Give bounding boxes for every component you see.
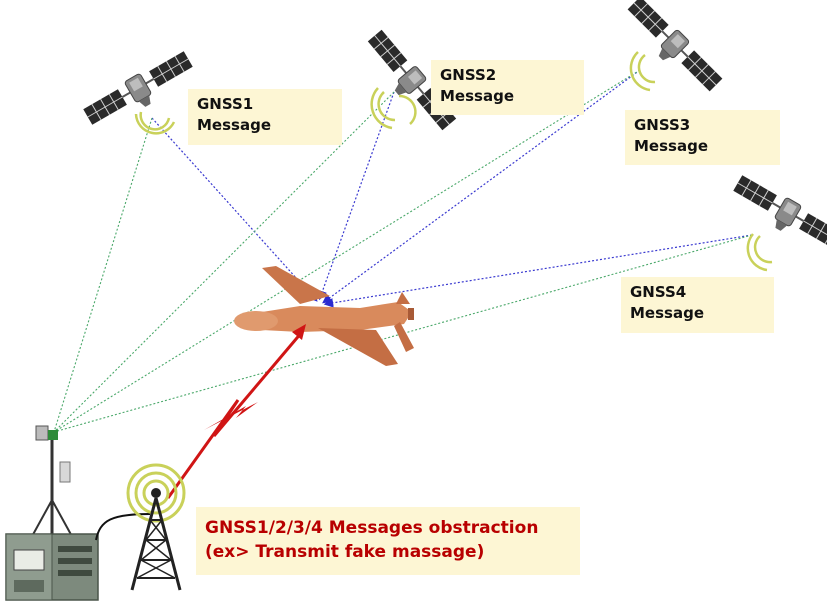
signal-gnss4-to-receiver xyxy=(53,234,753,433)
label-gnss2: GNSS2 Message xyxy=(431,60,584,115)
satellite-gnss2 xyxy=(355,16,463,149)
label-gnss4-title: GNSS4 xyxy=(630,283,687,301)
label-gnss3-sub: Message xyxy=(634,137,708,155)
attack-line-1: GNSS1/2/3/4 Messages obstraction xyxy=(205,518,539,538)
signal-rings-icon xyxy=(629,51,656,92)
gnss-to-drone-signals xyxy=(151,69,753,308)
label-gnss1-title: GNSS1 xyxy=(197,95,254,113)
label-gnss2-sub: Message xyxy=(440,87,514,105)
drone-icon xyxy=(234,266,414,366)
attack-description: GNSS1/2/3/4 Messages obstraction (ex> Tr… xyxy=(196,507,580,575)
label-gnss4: GNSS4 Message xyxy=(621,277,774,333)
label-gnss2-title: GNSS2 xyxy=(440,66,497,84)
signal-gnss1-to-drone xyxy=(151,117,318,302)
signal-gnss2-to-drone xyxy=(317,91,395,301)
satellite-gnss3 xyxy=(614,0,730,116)
satellite-icon xyxy=(80,47,200,136)
satellite-icon xyxy=(718,142,827,289)
cable xyxy=(95,513,151,541)
label-gnss4-sub: Message xyxy=(630,304,704,322)
signal-gnss3-to-drone xyxy=(322,69,641,304)
signal-rings-icon xyxy=(370,87,417,130)
lightning-bolt-icon xyxy=(166,324,306,499)
attack-line-2: (ex> Transmit fake massage) xyxy=(205,542,485,562)
satellite-gnss1 xyxy=(80,47,200,136)
signal-gnss3-to-receiver xyxy=(53,69,641,433)
label-gnss1: GNSS1 Message xyxy=(188,89,342,145)
jammer-tower-icon xyxy=(126,463,186,591)
receiver-antenna-icon xyxy=(29,425,75,541)
satellite-gnss4 xyxy=(718,142,827,289)
signal-rings-icon xyxy=(746,233,773,272)
signal-rings-icon xyxy=(134,111,176,135)
equipment-rack-icon xyxy=(5,533,99,601)
signal-gnss2-to-receiver xyxy=(53,91,395,433)
signal-gnss1-to-receiver xyxy=(53,117,153,433)
gnss-to-receiver-signals xyxy=(53,69,753,433)
label-gnss3: GNSS3 Message xyxy=(625,110,780,165)
label-gnss3-title: GNSS3 xyxy=(634,116,691,134)
label-gnss1-sub: Message xyxy=(197,116,271,134)
